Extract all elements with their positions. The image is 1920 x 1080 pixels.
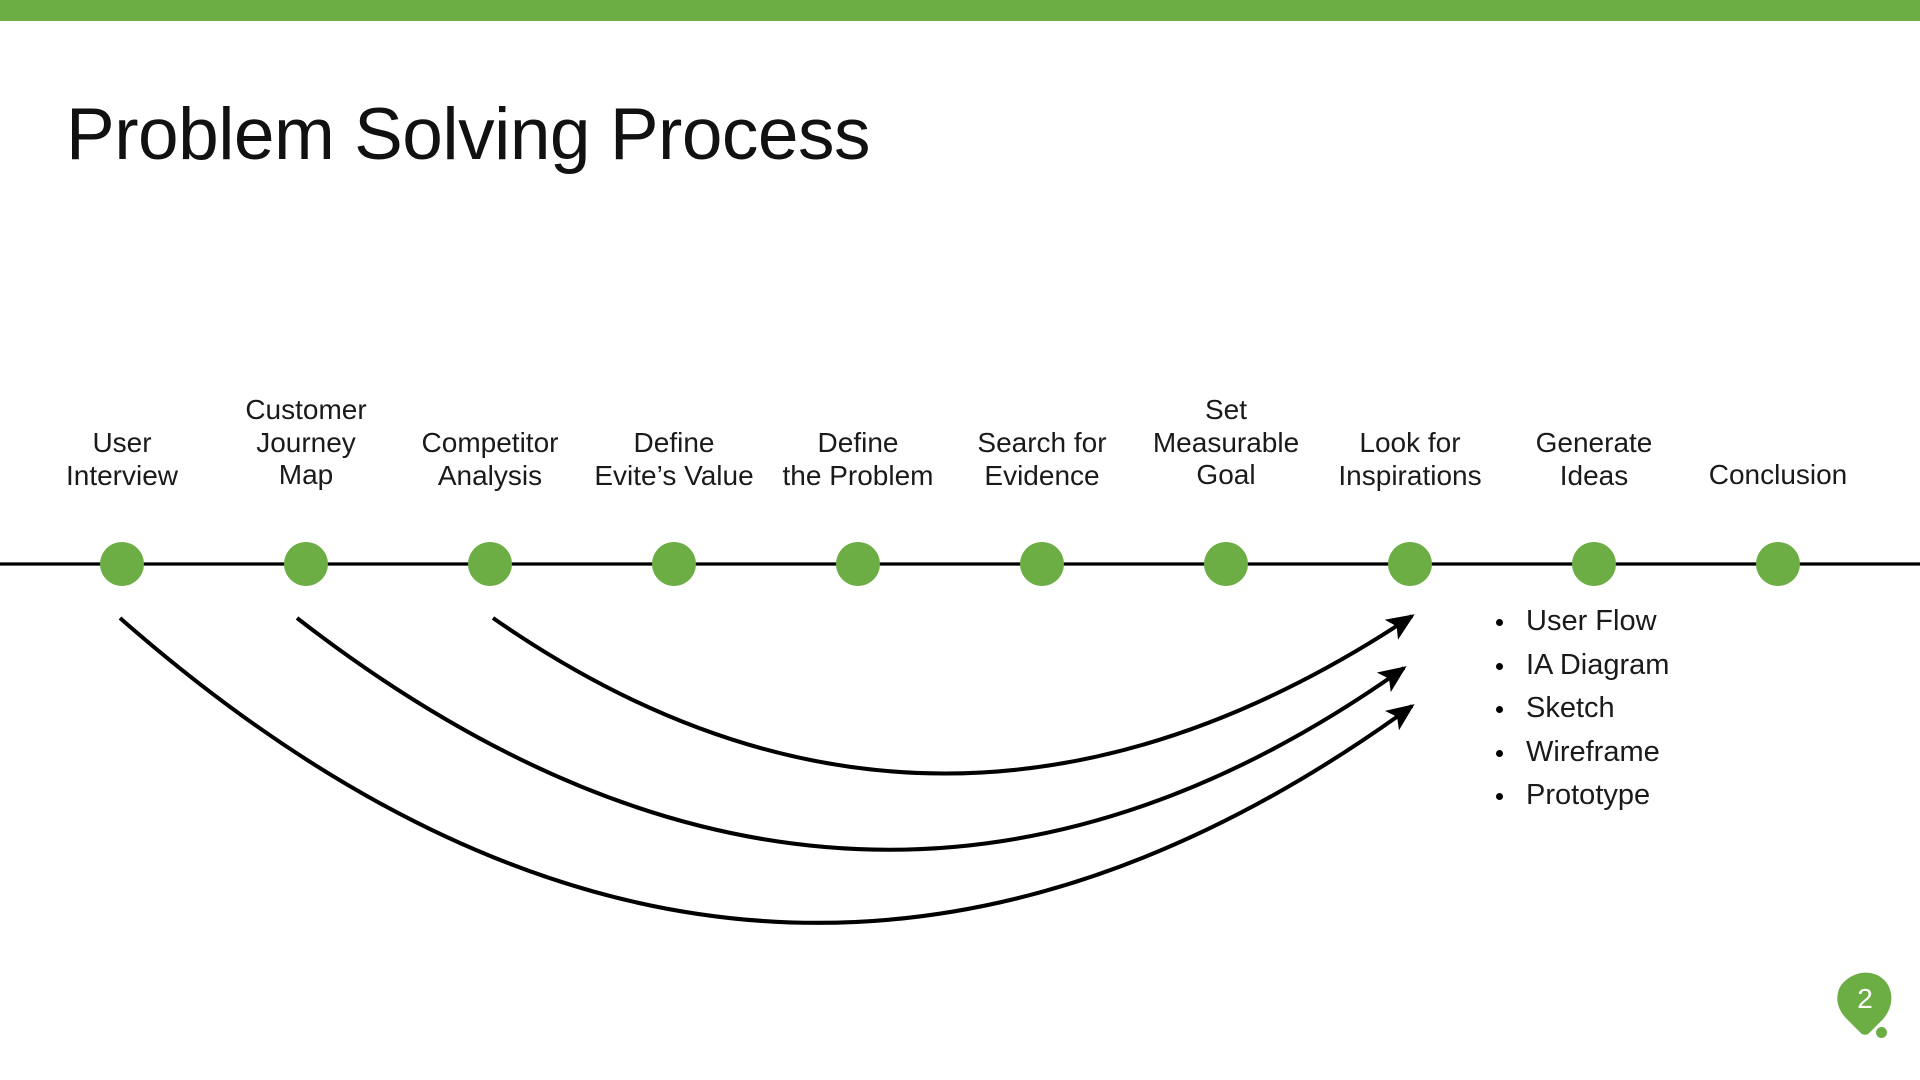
timeline-step-search-for-evidence[interactable]: Search for Evidence [947,427,1137,492]
timeline-dot-look-for-inspirations[interactable] [1388,542,1432,586]
timeline-dot-set-measurable-goal[interactable] [1204,542,1248,586]
list-item: Sketch [1492,687,1669,731]
bullet-icon [1496,706,1503,713]
balloon-knot-icon [1876,1027,1887,1038]
timeline-dot-generate-ideas[interactable] [1572,542,1616,586]
list-item-label: User Flow [1526,605,1657,637]
list-item: User Flow [1492,600,1669,644]
step-label: Customer Journey Map [245,394,367,490]
timeline-step-generate-ideas[interactable]: Generate Ideas [1499,427,1689,492]
list-item-label: Prototype [1526,779,1651,811]
list-item: Wireframe [1492,731,1669,775]
step-label: Look for Inspirations [1338,427,1482,491]
step-label: Competitor Analysis [421,427,559,491]
list-item-label: Wireframe [1526,735,1660,768]
timeline-dot-search-for-evidence[interactable] [1020,542,1064,586]
timeline-step-user-interview[interactable]: User Interview [27,427,217,492]
page-number: 2 [1857,983,1873,1014]
timeline-dot-conclusion[interactable] [1756,542,1800,586]
step-label: Define the Problem [782,427,934,491]
bullet-icon [1496,749,1503,757]
timeline-dot-define-evites-value[interactable] [652,542,696,586]
list-item-label: IA Diagram [1526,648,1670,681]
step-label: User Interview [65,427,179,491]
top-accent-bar [0,0,1920,21]
deliverables-list: User Flow IA Diagram Sketch Wireframe Pr… [1492,600,1669,818]
bullet-icon [1496,619,1503,626]
timeline-dot-customer-journey-map[interactable] [284,542,328,586]
page-title: Problem Solving Process [66,94,871,175]
timeline-step-competitor-analysis[interactable]: Competitor Analysis [395,427,585,492]
timeline-step-look-for-inspirations[interactable]: Look for Inspirations [1305,427,1515,492]
list-item: IA Diagram [1492,644,1669,688]
step-label: Generate Ideas [1535,427,1653,491]
bullet-icon [1496,793,1503,800]
list-item: Prototype [1492,774,1669,818]
bullet-icon [1496,662,1503,670]
timeline-step-define-evites-value[interactable]: Define Evite’s Value [564,427,784,492]
timeline-step-customer-journey-map[interactable]: Customer Journey Map [211,394,401,492]
timeline-dot-user-interview[interactable] [100,542,144,586]
timeline-step-conclusion[interactable]: Conclusion [1663,459,1893,492]
step-label: Conclusion [1708,459,1848,490]
timeline-step-define-the-problem[interactable]: Define the Problem [748,427,968,492]
step-label: Define Evite’s Value [594,427,754,491]
page-number-badge: 2 [1826,960,1904,1040]
timeline-dot-define-the-problem[interactable] [836,542,880,586]
timeline-step-set-measurable-goal[interactable]: Set Measurable Goal [1121,394,1331,492]
timeline-dot-competitor-analysis[interactable] [468,542,512,586]
list-item-label: Sketch [1526,692,1615,724]
step-label: Search for Evidence [977,427,1107,491]
step-label: Set Measurable Goal [1152,394,1300,490]
